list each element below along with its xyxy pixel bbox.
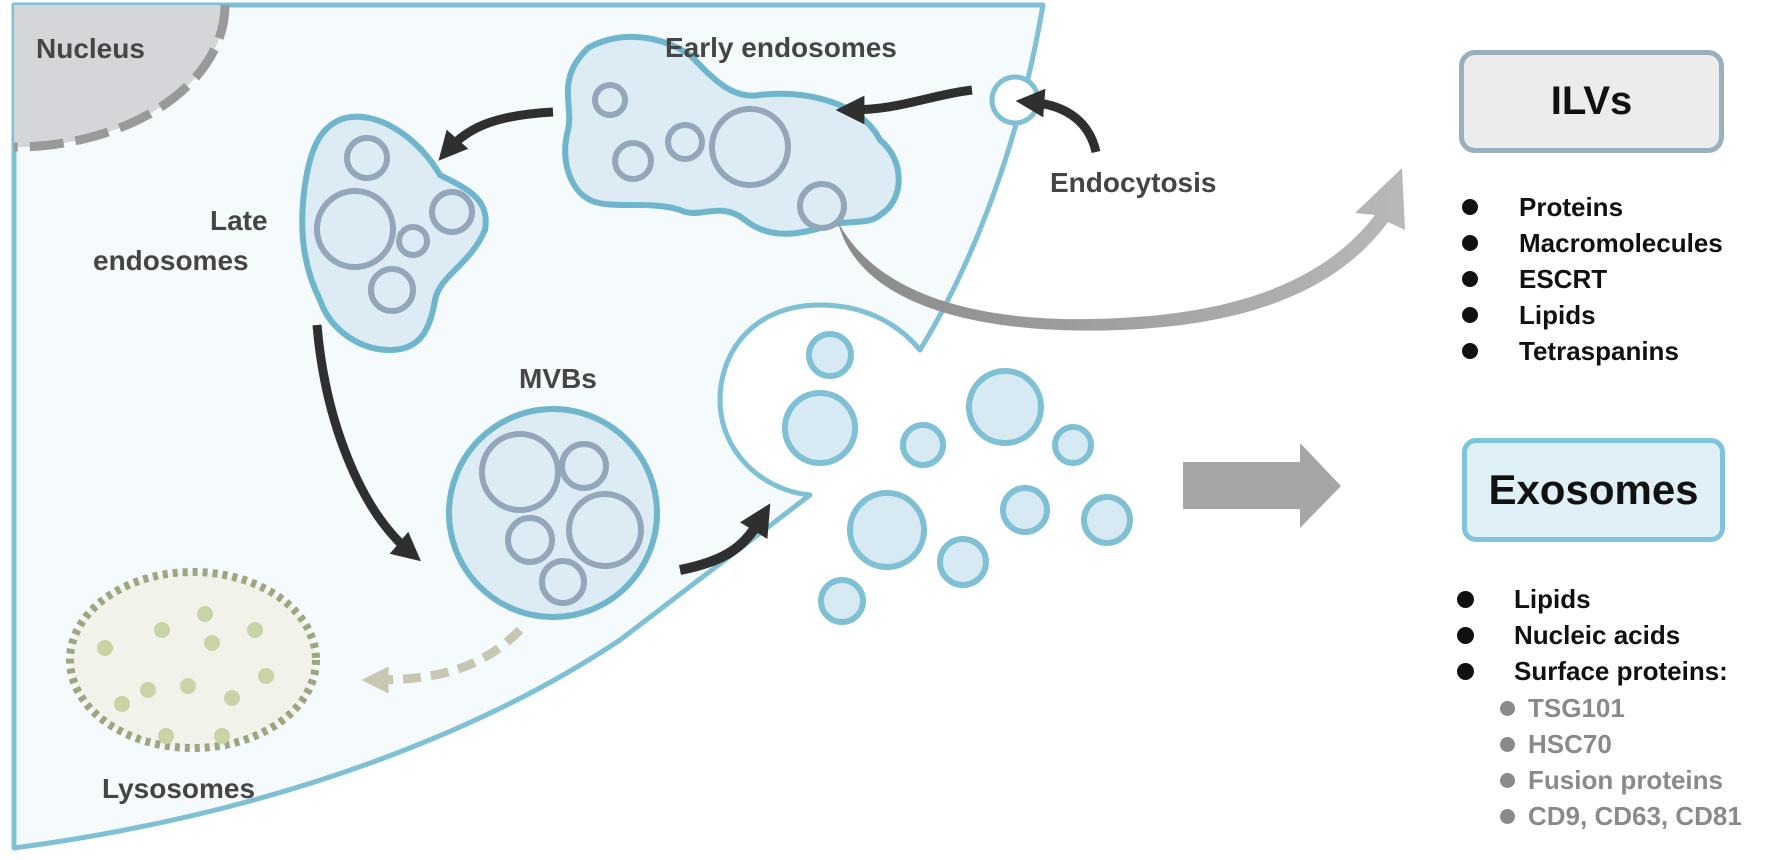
nucleus: Nucleus [13,4,230,152]
surface-proteins-list: TSG101 HSC70 Fusion proteins CD9, CD63, … [1500,693,1742,837]
lysosomes-label: Lysosomes [102,773,255,804]
bullet-icon [1462,307,1478,323]
bullet-icon [1500,701,1515,716]
arrow-to-mvb [312,324,422,562]
bullet-icon [1462,235,1478,251]
arrow-to-lysosome [361,626,524,694]
early-endosome [562,33,902,237]
released-exosomes [782,331,1133,625]
exosomes-box: Exosomes [1462,438,1725,542]
bullet-icon [1462,199,1478,215]
exosomes-list: Lipids Nucleic acids Surface proteins: [1457,584,1728,692]
bullet-icon [1462,343,1478,359]
list-item: Proteins [1462,192,1723,228]
bullet-icon [1457,591,1474,608]
list-item: Lipids [1462,300,1723,336]
early-endosomes-label: Early endosomes [665,32,897,63]
list-item: TSG101 [1500,693,1742,729]
list-item: CD9, CD63, CD81 [1500,801,1742,837]
list-item: ESCRT [1462,264,1723,300]
ilvs-box: ILVs [1459,50,1724,153]
bullet-icon [1462,271,1478,287]
lysosome [66,568,320,752]
list-item: HSC70 [1500,729,1742,765]
list-item: Macromolecules [1462,228,1723,264]
list-item: Fusion proteins [1500,765,1742,801]
arrow-to-exosomes [1183,443,1341,528]
nucleus-label: Nucleus [36,33,145,64]
bullet-icon [1500,737,1515,752]
bullet-icon [1500,773,1515,788]
late-endosome [299,113,489,354]
ilvs-list: Proteins Macromolecules ESCRT Lipids Tet… [1462,192,1723,372]
late-endosomes-label-line1: Late [210,205,268,236]
ilvs-title: ILVs [1550,79,1633,123]
list-item: Lipids [1457,584,1728,620]
list-item: Tetraspanins [1462,336,1723,372]
arrow-to-late-endosome [438,107,554,161]
bullet-icon [1500,809,1515,824]
arrow-endocytosis [1015,88,1101,154]
late-endosomes-label-line2: endosomes [93,245,249,276]
bullet-icon [1457,663,1474,680]
arrow-to-release [679,503,771,575]
mvbs-label: MVBs [519,363,597,394]
arrow-early-entry [835,85,973,125]
exosomes-title: Exosomes [1488,466,1699,513]
list-item: Surface proteins: [1457,656,1728,692]
endocytosis-label: Endocytosis [1050,167,1216,198]
bullet-icon [1457,627,1474,644]
list-item: Nucleic acids [1457,620,1728,656]
mvb [446,406,660,620]
